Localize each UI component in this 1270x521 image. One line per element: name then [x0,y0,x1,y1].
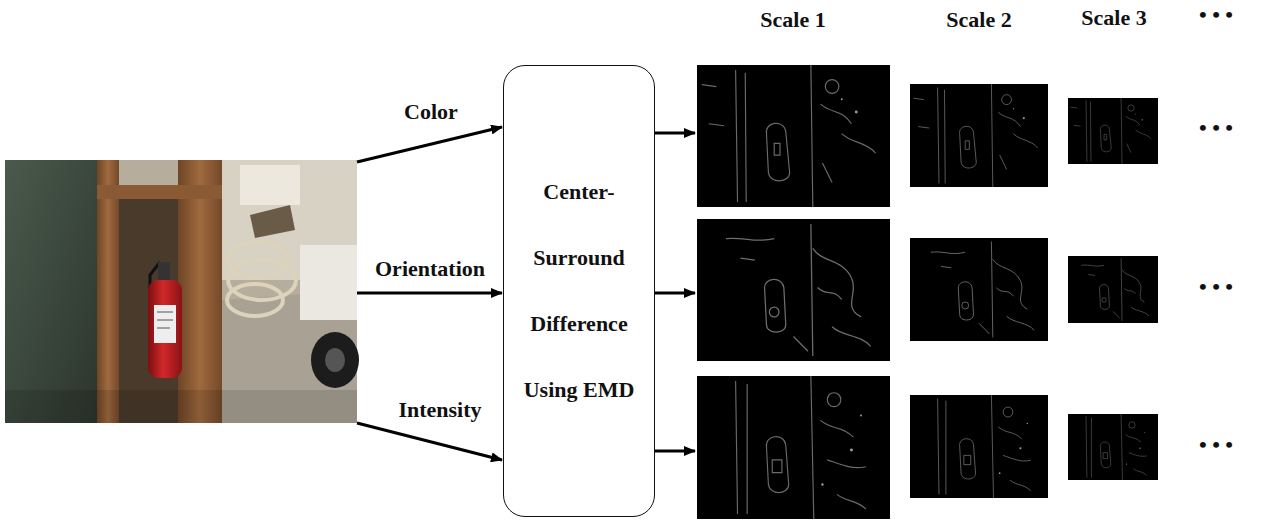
input-arrows [357,127,502,460]
process-box: Center- Surround Difference Using EMD [503,65,655,517]
scale-header: Scale 2 [946,7,1011,32]
ellipsis: • • • [1199,274,1233,299]
feature-label: Color [404,99,458,124]
feature-label: Orientation [375,256,485,281]
feature-label: Intensity [398,397,481,422]
scale-header: Scale 1 [760,7,825,32]
ellipsis: • • • [1199,115,1233,140]
scene-photo [5,160,359,423]
scale-header: Scale 3 [1081,5,1146,30]
ellipsis: • • • [1199,432,1233,457]
box-text: Center- Surround Difference Using EMD [519,159,639,423]
ellipsis: • • • [1199,2,1233,27]
feature-maps [697,65,1158,519]
